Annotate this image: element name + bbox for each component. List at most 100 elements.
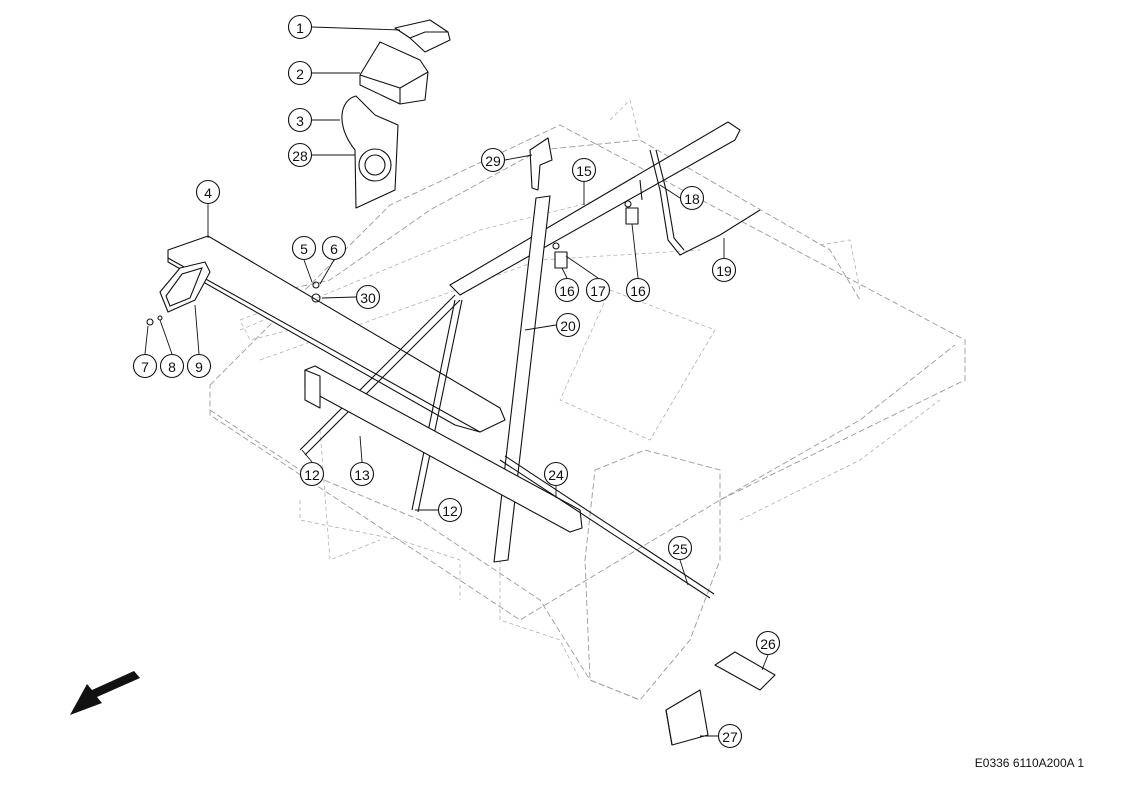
callout-15: 15 (571, 157, 597, 205)
callout-label: 2 (296, 66, 304, 82)
callout-circle (555, 312, 581, 338)
callout-label: 1 (296, 20, 304, 36)
leader-line (631, 223, 639, 279)
callout-20: 20 (524, 312, 581, 338)
callout-circle (571, 157, 597, 183)
callout-label: 19 (716, 263, 732, 279)
leader-line (565, 255, 599, 279)
callout-circle (543, 461, 569, 487)
part-26-plate (714, 651, 776, 691)
callout-label: 9 (195, 359, 203, 375)
part-29-bracket (529, 137, 553, 191)
callout-circle (554, 277, 580, 303)
leader-line (301, 449, 313, 463)
callout-label: 5 (300, 241, 308, 257)
leader-line (504, 154, 533, 161)
callout-25: 25 (667, 535, 693, 586)
leader-line (311, 26, 401, 31)
machine-frame-outline (209, 99, 966, 701)
part-9-lamp (159, 261, 211, 313)
callout-label: 17 (590, 283, 606, 299)
callout-5: 5 (291, 235, 317, 283)
callout-12: 12 (299, 449, 325, 487)
callout-circle (299, 461, 325, 487)
callout-label: 29 (485, 153, 501, 169)
callout-label: 25 (672, 541, 688, 557)
callout-16: 16 (625, 223, 651, 303)
callout-label: 12 (304, 467, 320, 483)
callout-29: 29 (480, 147, 533, 173)
part-3-28-plate (341, 95, 399, 209)
callout-circle (667, 535, 693, 561)
callout-label: 24 (548, 467, 564, 483)
leader-line (659, 184, 681, 199)
leader-line (319, 259, 335, 285)
callout-circle (711, 257, 737, 283)
callout-13: 13 (349, 435, 375, 487)
callout-30: 30 (321, 284, 381, 310)
leader-line (159, 319, 173, 355)
callout-label: 28 (292, 148, 308, 164)
callout-circle (186, 353, 212, 379)
callout-label: 18 (684, 191, 700, 207)
part-15-rail (449, 121, 741, 296)
callout-9: 9 (186, 304, 212, 379)
leader-line (321, 296, 357, 299)
callout-circle (321, 235, 347, 261)
callout-26: 26 (755, 630, 781, 671)
callout-circle (437, 497, 463, 523)
callout-12: 12 (415, 497, 463, 523)
callout-19: 19 (711, 238, 737, 283)
callout-label: 26 (760, 636, 776, 652)
leader-line (679, 559, 689, 586)
callout-circle (159, 353, 185, 379)
callout-4: 4 (195, 179, 221, 238)
callout-label: 16 (630, 283, 646, 299)
callout-circle (717, 723, 743, 749)
callout-label: 3 (296, 113, 304, 129)
callout-18: 18 (659, 184, 705, 211)
part-25-rail (499, 455, 715, 599)
leader-line (761, 654, 769, 671)
callout-label: 7 (141, 359, 149, 375)
callout-label: 16 (559, 283, 575, 299)
leader-line (194, 304, 200, 355)
callout-label: 27 (722, 729, 738, 745)
part-13-rail (304, 365, 583, 533)
leader-line (524, 324, 557, 331)
callout-17: 17 (565, 255, 611, 303)
part-16-17-clips (552, 200, 639, 269)
leader-line (144, 325, 149, 355)
callout-label: 6 (330, 241, 338, 257)
callout-circle (355, 284, 381, 310)
callout-16: 16 (554, 267, 580, 303)
leader-line (561, 267, 568, 279)
part-2-cover (359, 41, 429, 105)
callout-circle (480, 147, 506, 173)
callout-circle (287, 107, 313, 133)
callout-label: 13 (354, 467, 370, 483)
callout-circle (287, 60, 313, 86)
leader-line (359, 435, 363, 463)
callout-label: 4 (204, 185, 212, 201)
callout-circle (755, 630, 781, 656)
callout-28: 28 (287, 142, 355, 168)
part-4-rail (167, 235, 506, 433)
hardware-items (146, 281, 321, 326)
callout-8: 8 (159, 319, 185, 379)
callout-circle (349, 461, 375, 487)
callout-label: 15 (576, 163, 592, 179)
callout-label: 12 (442, 503, 458, 519)
leader-line (303, 259, 313, 283)
arrow-icon (70, 671, 140, 715)
drawing-reference-code: E0336 6110A200A 1 (974, 756, 1084, 770)
callout-circle (195, 179, 221, 205)
callout-2: 2 (287, 60, 360, 86)
callout-label: 20 (560, 318, 576, 334)
callout-circle (585, 277, 611, 303)
callout-6: 6 (319, 235, 347, 285)
callout-circle (679, 185, 705, 211)
callout-circle (287, 14, 313, 40)
